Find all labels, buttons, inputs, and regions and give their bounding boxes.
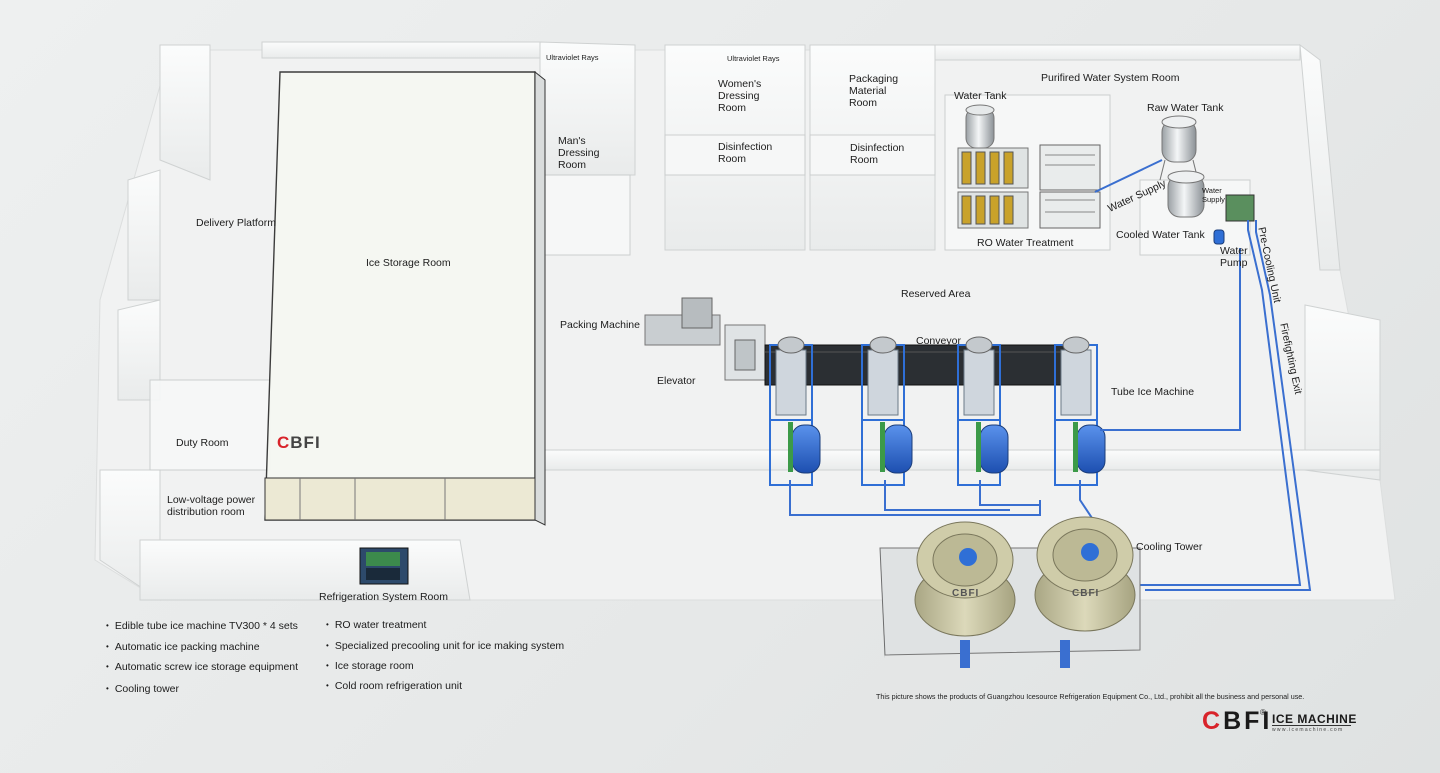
- feature-left-1: Edible tube ice machine TV300 * 4 sets: [106, 620, 298, 633]
- feature-right-4: Cold room refrigeration unit: [326, 680, 462, 693]
- ro-water-treatment-equipment: [957, 104, 1101, 229]
- label-reserved-area: Reserved Area: [901, 288, 971, 300]
- label-packaging-material-room: Packaging Material Room: [849, 73, 899, 109]
- tower-logo-2: CBFI: [1072, 588, 1100, 599]
- label-cooled-water-tank: Cooled Water Tank: [1116, 229, 1205, 241]
- feature-left-3: Automatic screw ice storage equipment: [106, 661, 298, 674]
- label-purified-water-system-room: Purifired Water System Room: [1041, 72, 1180, 84]
- logo-divider: [1272, 725, 1351, 726]
- wall-logo-c: C: [277, 433, 291, 452]
- label-refrigeration-system-room: Refrigeration System Room: [319, 591, 448, 603]
- cooling-tower-2: [1034, 516, 1136, 668]
- logo-c: C: [1202, 707, 1224, 735]
- label-delivery-platform: Delivery Platform: [196, 217, 276, 229]
- label-mans-dressing-room: Man's Dressing Room: [558, 135, 600, 171]
- feature-left-2: Automatic ice packing machine: [106, 641, 260, 654]
- label-womens-dressing-room: Women's Dressing Room: [718, 78, 762, 114]
- label-water-tank: Water Tank: [954, 90, 1007, 102]
- label-ultraviolet-rays-2: Ultraviolet Rays: [727, 54, 780, 63]
- feature-left-4: Cooling tower: [106, 683, 179, 696]
- label-duty-room: Duty Room: [176, 437, 229, 449]
- cooling-tower-1: [914, 521, 1016, 668]
- label-conveyor: Conveyor: [916, 335, 961, 347]
- packing-machine-equipment: [644, 297, 766, 381]
- logo-brand-text: ICE MACHINE: [1272, 712, 1357, 726]
- label-ro-water-treatment: RO Water Treatment: [977, 237, 1074, 249]
- label-water-pump: Water Pump: [1220, 245, 1248, 269]
- logo-bfi: BFI: [1223, 707, 1273, 735]
- wall-logo: CBFI: [277, 433, 321, 453]
- cooling-towers: [879, 516, 1141, 668]
- label-disinfection-room-1: Disinfection Room: [718, 141, 773, 165]
- ice-storage-room-box: [264, 70, 546, 526]
- label-disinfection-room-2: Disinfection Room: [850, 142, 905, 166]
- copyright-notice: This picture shows the products of Guang…: [876, 692, 1305, 701]
- feature-right-3: Ice storage room: [326, 660, 414, 673]
- water-tanks: [1159, 115, 1255, 245]
- label-ultraviolet-rays-1: Ultraviolet Rays: [546, 53, 599, 62]
- label-low-voltage-room: Low-voltage power distribution room: [167, 494, 256, 518]
- tube-ice-machine-3: [957, 336, 1009, 486]
- feature-right-1: RO water treatment: [326, 619, 427, 632]
- refrigeration-unit: [359, 547, 409, 585]
- feature-right-2: Specialized precooling unit for ice maki…: [326, 640, 564, 653]
- tube-ice-machines: [769, 336, 1106, 486]
- label-packing-machine: Packing Machine: [560, 319, 640, 331]
- label-cooling-tower: Cooling Tower: [1136, 541, 1203, 553]
- brand-logo: CBFI: [1202, 707, 1272, 736]
- label-elevator: Elevator: [657, 375, 696, 387]
- wall-logo-bfi: BFI: [290, 433, 321, 452]
- registered-mark: ®: [1260, 708, 1266, 717]
- pipes: [789, 159, 1312, 591]
- tube-ice-machine-1: [769, 336, 821, 486]
- tower-logo-1: CBFI: [952, 588, 980, 599]
- label-raw-water-tank: Raw Water Tank: [1147, 102, 1224, 114]
- tube-ice-machine-4: [1054, 336, 1106, 486]
- logo-website: www.icemachine.com: [1272, 727, 1344, 733]
- label-water-supply-box: Water Supply: [1202, 186, 1225, 204]
- label-tube-ice-machine: Tube Ice Machine: [1111, 386, 1195, 398]
- label-ice-storage-room: Ice Storage Room: [366, 257, 451, 269]
- tube-ice-machine-2: [861, 336, 913, 486]
